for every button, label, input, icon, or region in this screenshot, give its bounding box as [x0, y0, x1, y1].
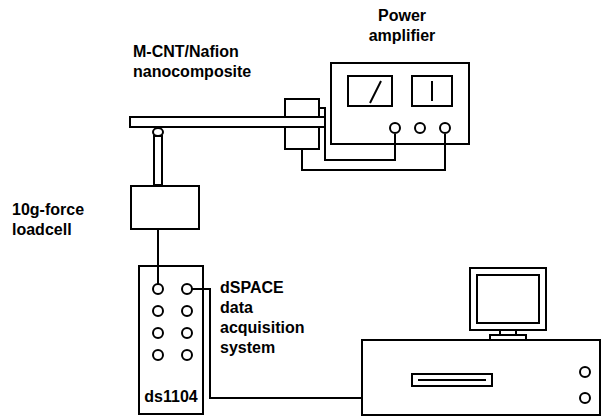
- terminal: [182, 284, 192, 294]
- terminal: [153, 306, 163, 316]
- amplifier-display: [412, 76, 452, 106]
- clamp-lower: [285, 127, 319, 149]
- daq-label: dSPACE data acquisition system: [220, 278, 312, 358]
- terminal: [182, 306, 192, 316]
- terminal: [153, 350, 163, 360]
- data-cable: [192, 289, 362, 398]
- daq-box: ds1104: [138, 265, 203, 415]
- display-mark: [431, 81, 433, 101]
- terminal: [182, 328, 192, 338]
- cantilever-beam: [130, 117, 325, 127]
- amplifier-meter: [348, 76, 392, 106]
- monitor-screen: [477, 275, 539, 323]
- monitor-foot: [490, 335, 526, 340]
- lead-wire: [157, 265, 159, 284]
- loadcell-heading: 10g-force loadcell: [12, 200, 120, 240]
- load-rod: [154, 136, 162, 185]
- beam-label: M-CNT/Nafion nanocomposite: [133, 42, 318, 82]
- computer-case: [362, 340, 600, 415]
- amplifier-box: Power amplifier: [330, 62, 470, 145]
- terminal: [182, 350, 192, 360]
- terminal: [153, 284, 163, 294]
- case-button: [580, 367, 590, 377]
- loadcell-box: 10g-force loadcell: [130, 185, 200, 230]
- terminal: [415, 123, 425, 133]
- case-button: [580, 393, 590, 403]
- meter-needle: [370, 81, 381, 103]
- amplifier-heading: Power amplifier: [352, 6, 452, 46]
- terminal: [390, 123, 400, 133]
- drive-slot: [412, 374, 492, 386]
- daq-board-name: ds1104: [140, 387, 201, 407]
- drive-wire: [302, 134, 445, 170]
- terminal: [440, 123, 450, 133]
- beam-hook: [153, 128, 163, 136]
- monitor: [470, 268, 546, 330]
- drive-slot-line: [418, 379, 486, 381]
- terminal: [153, 328, 163, 338]
- clamp-upper: [285, 99, 319, 117]
- signal-wire: [157, 230, 159, 265]
